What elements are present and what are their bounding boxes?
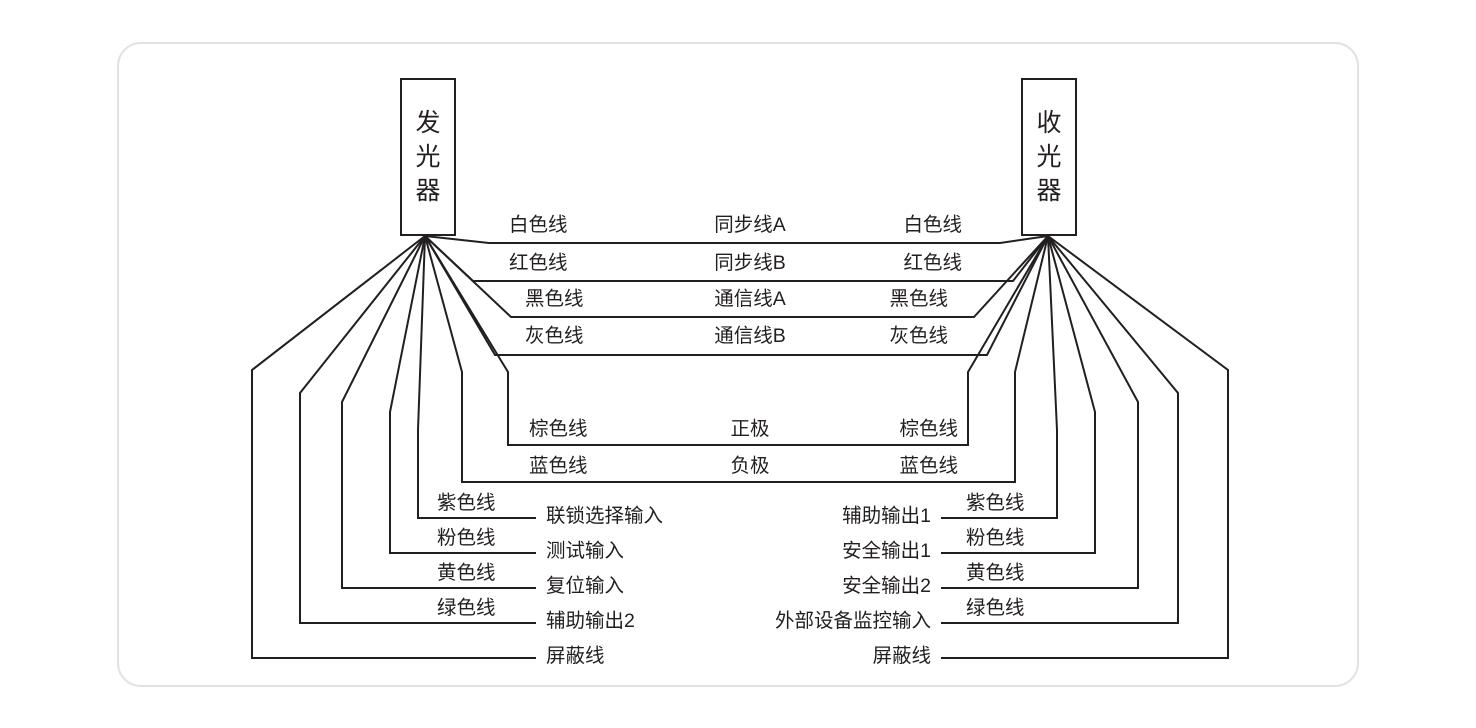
label-function-2: 同步线B (714, 252, 786, 274)
label-receiver-function-1: 辅助输出1 (842, 505, 931, 527)
wire-purple-aux-output-1 (941, 235, 1058, 519)
wire-green-edm-input (941, 235, 1179, 624)
label-right-color-4: 灰色线 (889, 325, 948, 347)
wire-black-comm-a (424, 235, 1049, 318)
wire-pink-test-input (389, 235, 536, 554)
receiver-char-1: 收 (1036, 108, 1062, 137)
label-receiver-function-4: 外部设备监控输入 (774, 610, 931, 632)
label-function-6: 负极 (730, 455, 770, 477)
label-right-color-3: 黑色线 (889, 288, 948, 310)
emitter-device-box: 发 光 器 (400, 78, 456, 236)
wire-shield-receiver (941, 235, 1229, 659)
label-emitter-color-2: 粉色线 (437, 527, 496, 549)
wire-yellow-reset-input (341, 235, 536, 589)
label-receiver-function-5: 屏蔽线 (872, 645, 931, 667)
wire-yellow-safety-output-2 (941, 235, 1139, 589)
label-function-4: 通信线B (714, 325, 786, 347)
wire-shield-emitter (251, 235, 536, 659)
label-left-color-6: 蓝色线 (529, 455, 588, 477)
label-emitter-function-3: 复位输入 (546, 575, 625, 597)
receiver-char-3: 器 (1036, 176, 1062, 205)
wire-blue-negative (424, 235, 1049, 483)
wire-brown-positive (424, 235, 1049, 446)
label-left-color-4: 灰色线 (525, 325, 584, 347)
label-function-3: 通信线A (714, 288, 786, 310)
label-left-color-5: 棕色线 (529, 418, 588, 440)
label-emitter-function-2: 测试输入 (546, 540, 625, 562)
wire-purple-interlock-input (417, 235, 536, 519)
label-receiver-function-3: 安全输出2 (842, 575, 931, 597)
emitter-char-1: 发 (415, 108, 441, 137)
emitter-char-3: 器 (415, 176, 441, 205)
wire-pink-safety-output-1 (941, 235, 1096, 554)
label-emitter-function-1: 联锁选择输入 (546, 505, 664, 527)
receiver-char-2: 光 (1036, 142, 1062, 171)
wire-green-aux-output-2 (299, 235, 536, 624)
label-emitter-function-4: 辅助输出2 (546, 610, 635, 632)
label-emitter-color-3: 黄色线 (437, 562, 496, 584)
label-emitter-function-5: 屏蔽线 (546, 645, 605, 667)
label-left-color-2: 红色线 (509, 252, 568, 274)
label-left-color-1: 白色线 (509, 214, 568, 236)
label-emitter-color-4: 绿色线 (437, 597, 496, 619)
label-function-5: 正极 (730, 418, 770, 440)
label-receiver-color-1: 紫色线 (966, 492, 1025, 514)
label-receiver-color-4: 绿色线 (966, 597, 1025, 619)
receiver-device-box: 收 光 器 (1021, 78, 1077, 236)
label-receiver-function-2: 安全输出1 (842, 540, 931, 562)
label-right-color-2: 红色线 (903, 252, 962, 274)
label-right-color-6: 蓝色线 (899, 455, 958, 477)
emitter-char-2: 光 (415, 142, 441, 171)
label-left-color-3: 黑色线 (525, 288, 584, 310)
diagram-frame (117, 42, 1359, 687)
label-receiver-color-3: 黄色线 (966, 562, 1025, 584)
label-function-1: 同步线A (714, 214, 786, 236)
label-right-color-1: 白色线 (903, 214, 962, 236)
label-receiver-color-2: 粉色线 (966, 527, 1025, 549)
wire-white-sync-a (424, 235, 1049, 244)
wire-grey-comm-b (424, 235, 1049, 356)
label-right-color-5: 棕色线 (899, 418, 958, 440)
label-emitter-color-1: 紫色线 (437, 492, 496, 514)
